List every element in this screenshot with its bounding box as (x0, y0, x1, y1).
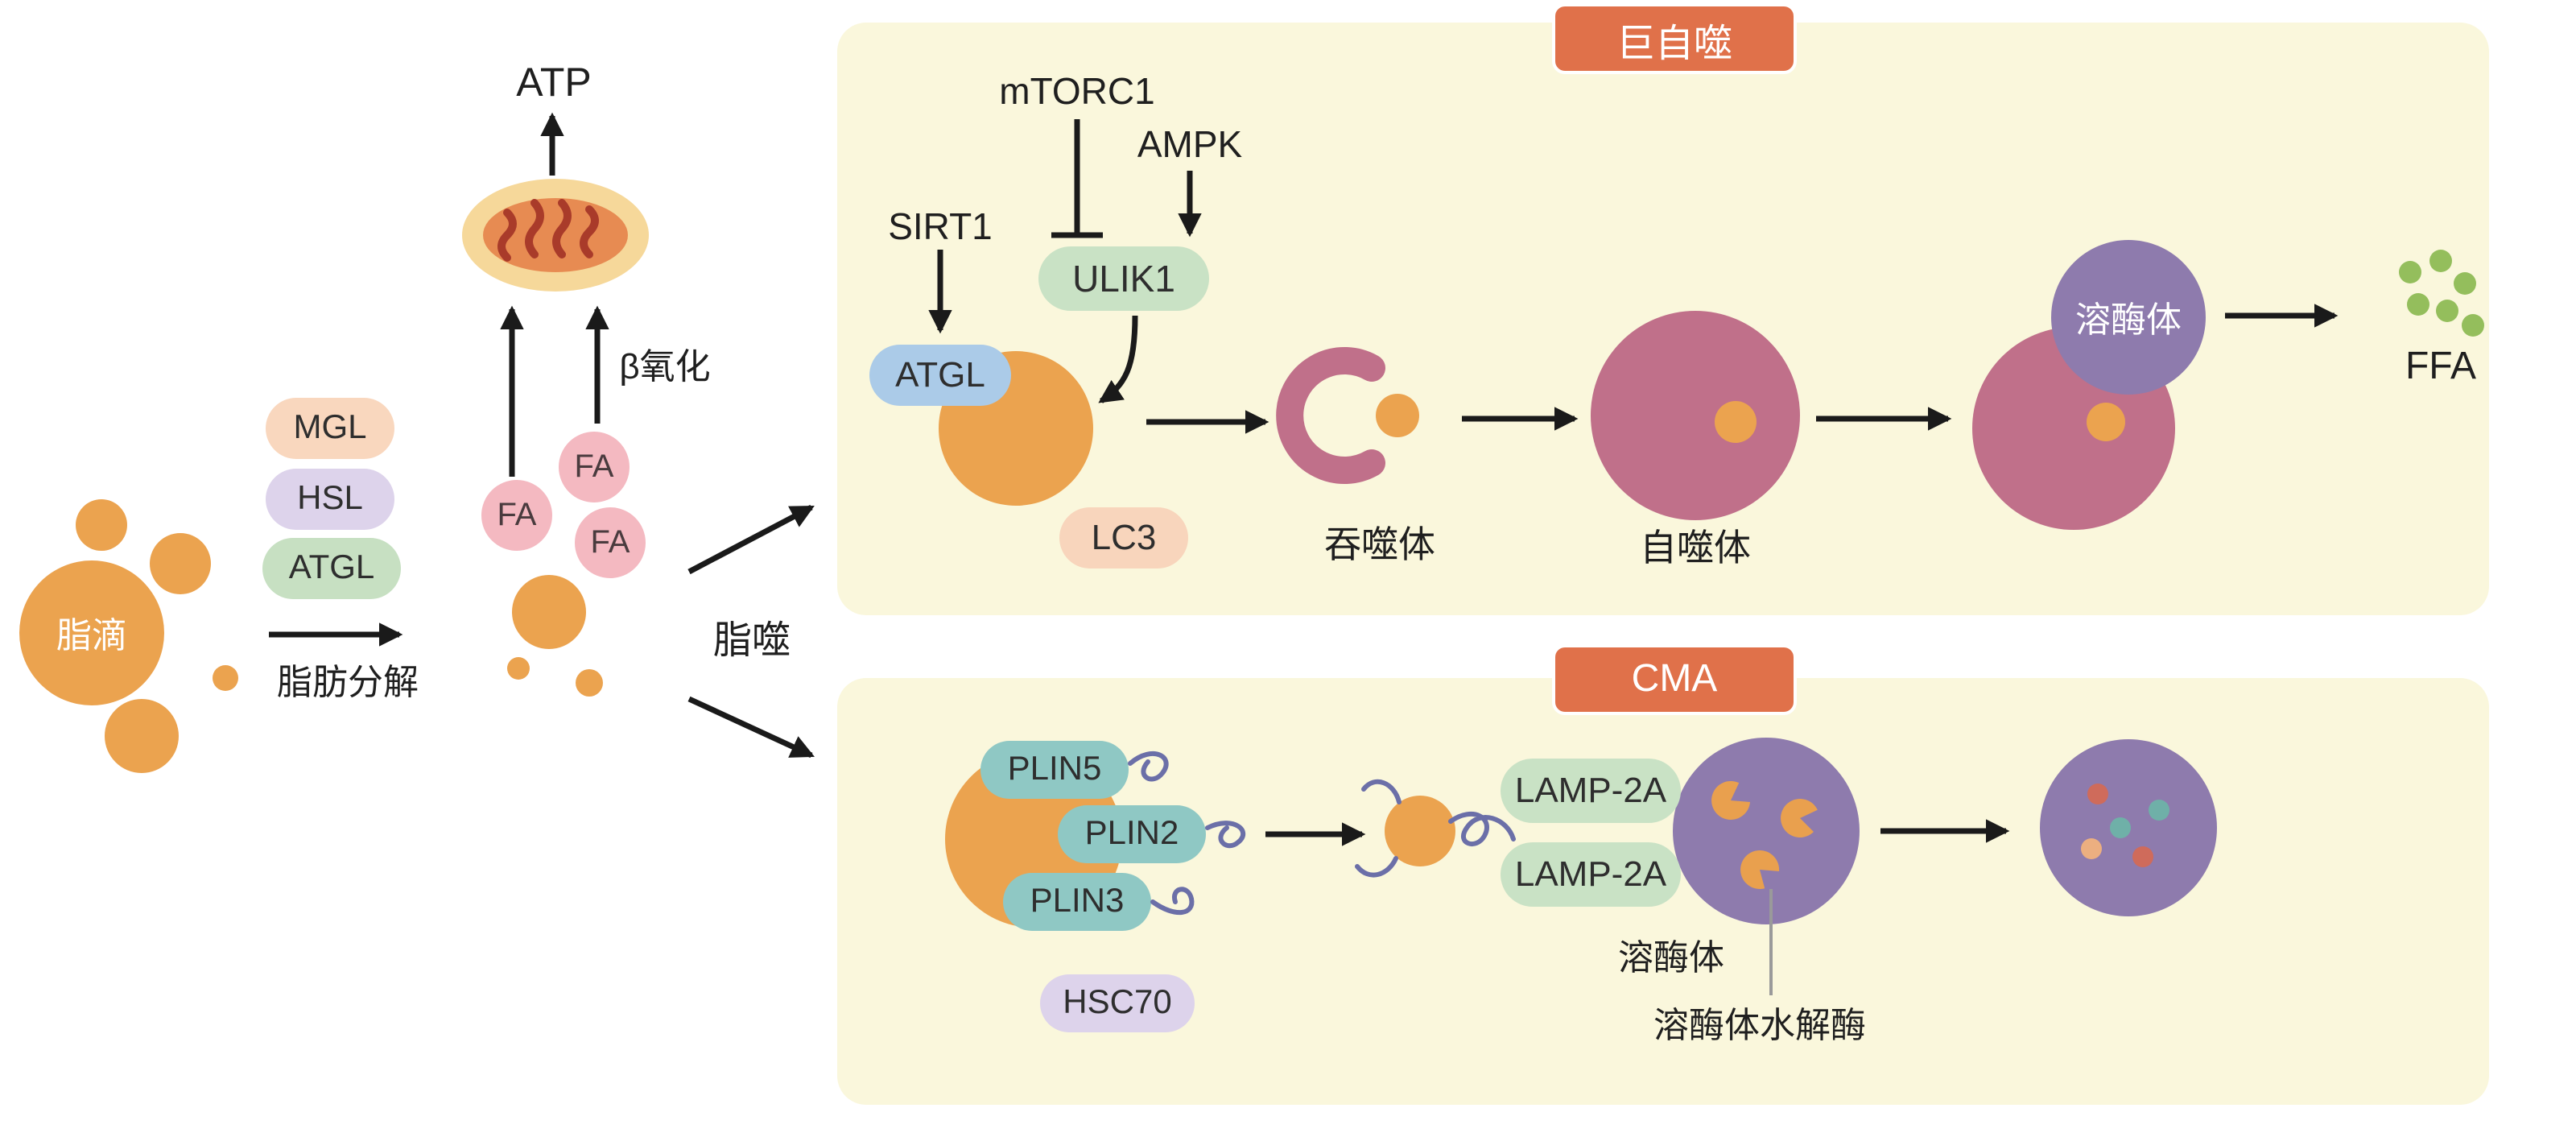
pill-lamp2a-top: LAMP-2A (1501, 759, 1681, 823)
ffa-dot (2462, 314, 2484, 337)
autophagosome (1591, 311, 1800, 520)
ffa-dot (2399, 261, 2421, 283)
lipid-droplet-shrunk (512, 575, 586, 649)
cma-lysosome-label: 溶酶体 (1617, 937, 1725, 978)
lysosome-cma (1673, 738, 1860, 924)
pill-lc3: LC3 (1059, 507, 1188, 569)
pill-ulik1: ULIK1 (1038, 246, 1209, 311)
ffa-dot (2407, 293, 2429, 316)
lipid-droplet-tiny (507, 657, 530, 680)
arrow-lipophagy-lower (687, 696, 815, 759)
pill-lc3-label: LC3 (1091, 517, 1157, 557)
ffa-dot (2454, 272, 2476, 295)
lipid-droplet-small (105, 699, 179, 773)
lipid-droplet-translocating (1385, 796, 1455, 866)
pill-plin5: PLIN5 (980, 741, 1129, 799)
fa-circle: FA (575, 507, 646, 578)
degraded-product-dot (2132, 846, 2153, 867)
autophagosome-label: 自噬体 (1640, 527, 1751, 569)
fa-label: FA (574, 449, 614, 484)
lipid-droplet-small (76, 499, 127, 551)
fa-circle: FA (559, 432, 630, 502)
ffa-dot (2429, 250, 2452, 272)
arrow-lipophagy-upper (687, 504, 815, 575)
lipophagy-label: 脂噬 (713, 619, 791, 663)
pill-atgl-macro-label: ATGL (895, 354, 985, 395)
degraded-product-dot (2149, 800, 2169, 821)
badge-cma: CMA (1552, 644, 1797, 715)
degraded-product-dot (2081, 838, 2102, 859)
badge-macroautophagy-label: 巨自噬 (1616, 22, 1732, 65)
pill-hsc70-label: HSC70 (1063, 984, 1172, 1021)
lipolysis-label: 脂肪分解 (276, 662, 419, 702)
atp-label: ATP (516, 60, 592, 105)
ffa-label: FFA (2405, 345, 2477, 388)
fa-label: FA (497, 497, 537, 532)
pill-lamp2a-bottom: LAMP-2A (1501, 842, 1681, 907)
lipid-droplet-label: 脂滴 (56, 615, 127, 655)
phagophore-label: 吞噬体 (1324, 523, 1435, 565)
degraded-product-dot (2110, 817, 2131, 838)
badge-cma-label: CMA (1631, 657, 1718, 701)
pill-ulik1-label: ULIK1 (1072, 257, 1175, 299)
pill-atgl-macro: ATGL (869, 345, 1011, 406)
hydrolase-label: 溶酶体水解酶 (1653, 1005, 1867, 1045)
pill-plin2: PLIN2 (1058, 805, 1206, 863)
badge-macroautophagy: 巨自噬 (1552, 3, 1797, 74)
mitochondrion-cristae (497, 199, 599, 262)
lysosome-label: 溶酶体 (2074, 300, 2182, 340)
beta-oxidation-label: β氧化 (619, 346, 711, 387)
fa-circle: FA (481, 480, 552, 551)
pill-mgl: MGL (266, 398, 394, 459)
lipid-droplet-in-autophagosome (1715, 401, 1757, 443)
pill-plin3: PLIN3 (1003, 873, 1151, 931)
degraded-product-dot (2087, 784, 2108, 804)
ffa-dot (2436, 300, 2458, 322)
fa-label: FA (590, 524, 630, 560)
lysosome-macro: 溶酶体 (2051, 240, 2206, 395)
pill-lamp2a-top-label: LAMP-2A (1514, 770, 1667, 810)
lipid-droplet-in-autolysosome (2087, 403, 2125, 441)
pill-plin3-label: PLIN3 (1030, 883, 1125, 920)
pill-plin2-label: PLIN2 (1084, 815, 1179, 852)
pill-atgl-label: ATGL (288, 549, 375, 586)
lipid-droplet-tiny (213, 665, 238, 691)
lipid-droplet-in-phagophore (1376, 394, 1419, 437)
pill-plin5-label: PLIN5 (1007, 751, 1102, 788)
pill-mgl-label: MGL (293, 409, 367, 446)
pill-hsl: HSL (266, 469, 394, 530)
pill-hsc70: HSC70 (1040, 974, 1195, 1032)
lipid-droplet-small (150, 533, 211, 594)
pill-hsl-label: HSL (297, 480, 363, 517)
mitochondrion-inner (483, 198, 628, 272)
lipid-droplet-tiny (576, 669, 603, 697)
mitochondrion-outer (462, 179, 649, 292)
lipid-droplet-main: 脂滴 (19, 560, 164, 705)
ampk-label: AMPK (1137, 123, 1243, 165)
mitochondrion (462, 179, 649, 292)
pill-lamp2a-bottom-label: LAMP-2A (1514, 854, 1667, 894)
sirt1-label: SIRT1 (888, 205, 993, 247)
pill-atgl: ATGL (262, 538, 401, 599)
mtorc1-label: mTORC1 (999, 70, 1155, 112)
